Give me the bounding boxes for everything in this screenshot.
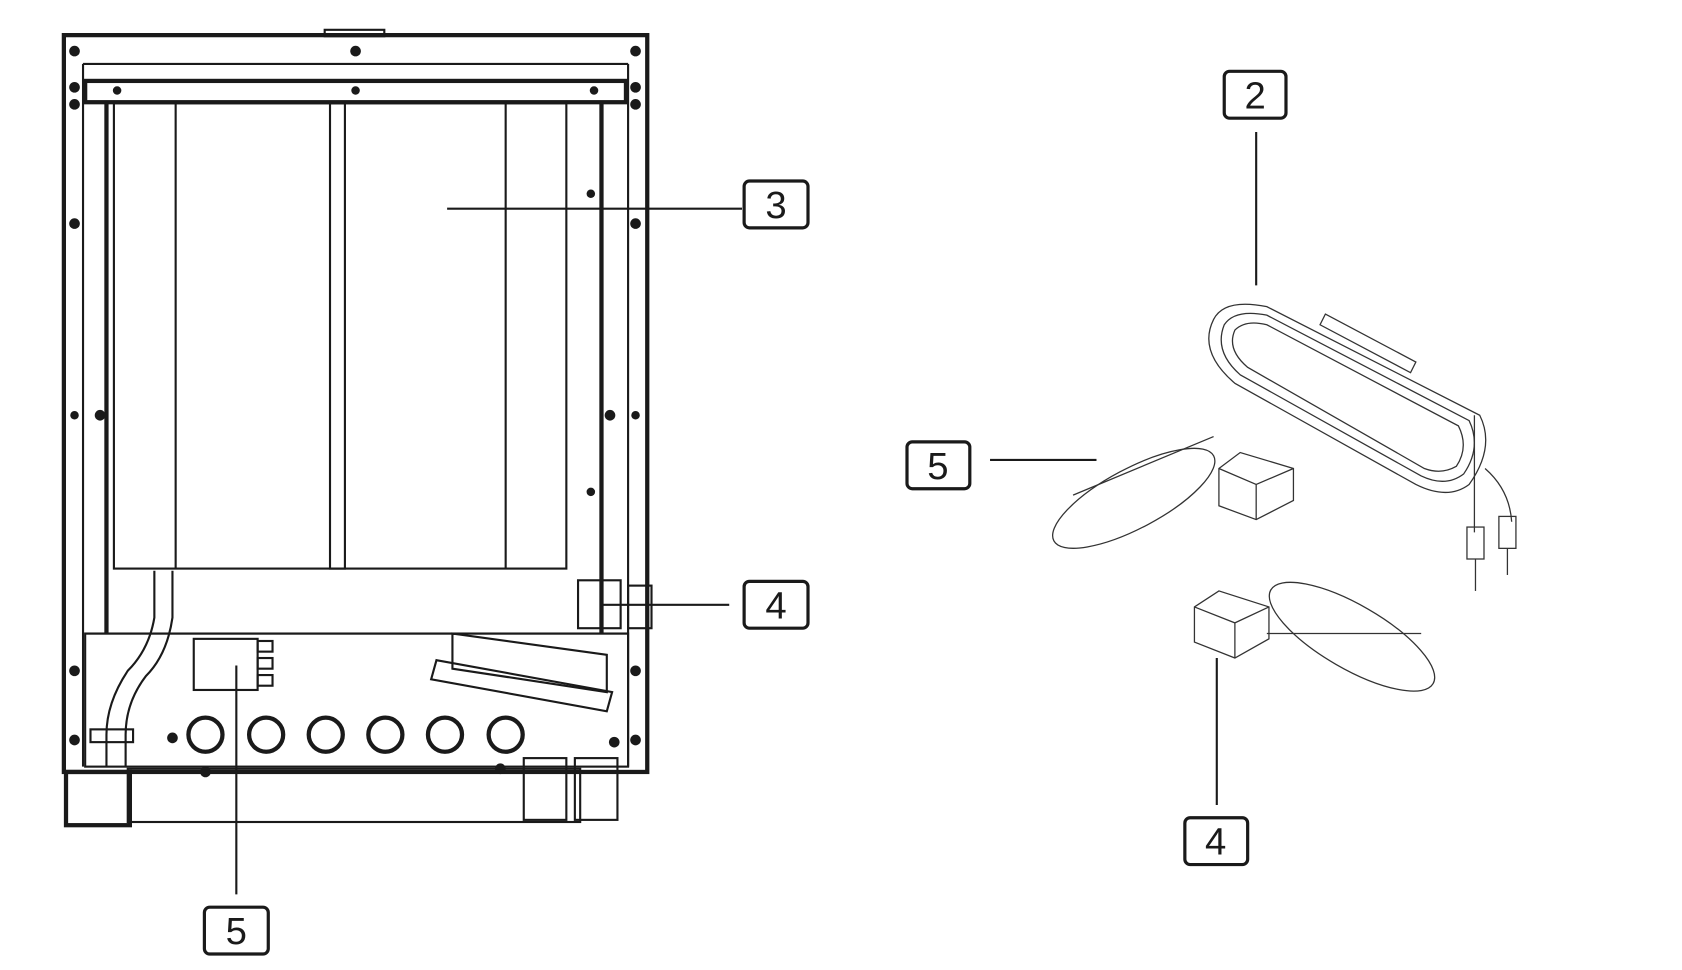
callout-5-left: 5 [202, 905, 270, 956]
callout-4-left-label: 4 [765, 584, 786, 627]
thermostat-upper [1052, 435, 1295, 549]
callout-4-left: 4 [742, 579, 810, 630]
terminal-block [429, 632, 614, 713]
callout-4-right-label: 4 [1205, 821, 1226, 864]
callout-5-right-label: 5 [927, 445, 948, 488]
callout-2-label: 2 [1244, 74, 1265, 117]
callout-2: 2 [1222, 69, 1288, 120]
cabinet-rear-view [61, 28, 653, 828]
callout-3-label: 3 [765, 184, 786, 227]
callout-5-left-label: 5 [226, 910, 247, 953]
thermostat-lower [1193, 581, 1436, 692]
callout-5-right: 5 [905, 440, 972, 491]
cable-glands [186, 715, 525, 754]
callout-3: 3 [742, 179, 810, 230]
callout-4-right: 4 [1183, 816, 1250, 867]
heating-element [1208, 303, 1517, 591]
